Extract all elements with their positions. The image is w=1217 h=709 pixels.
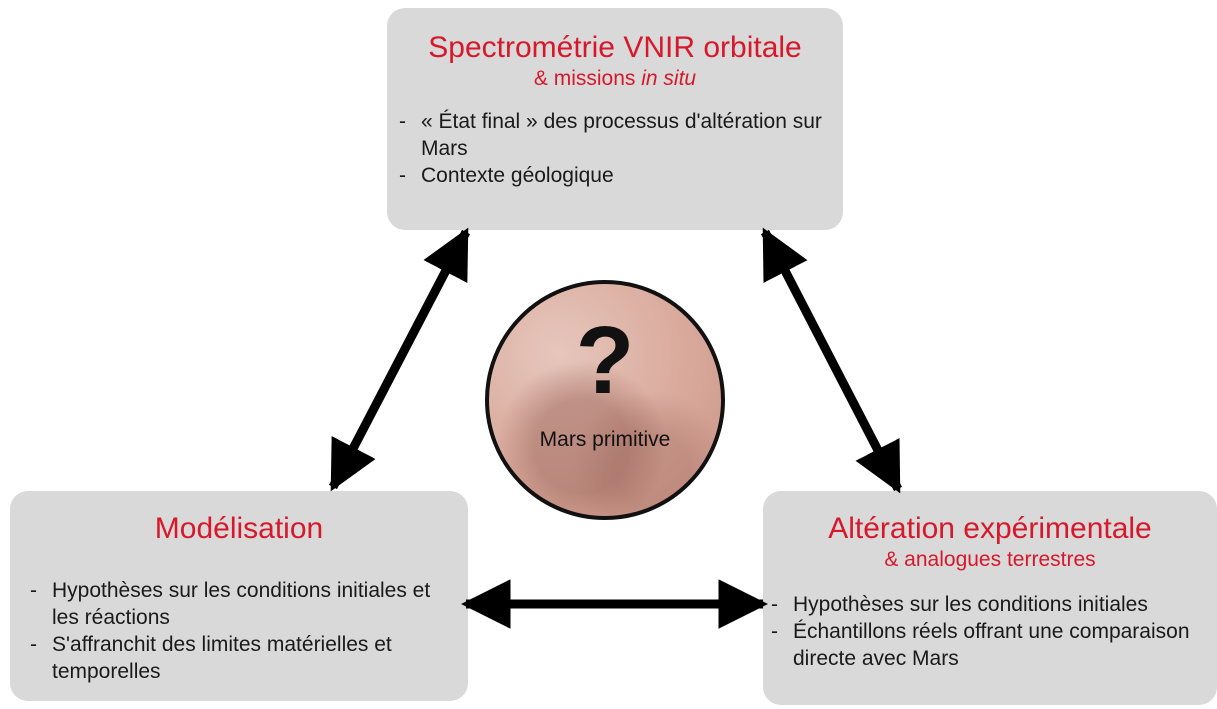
- mars-planet: ? Mars primitive: [485, 280, 725, 520]
- experimental-box: Altération expérimentale & analogues ter…: [763, 491, 1217, 705]
- list-item: -Hypothèses sur les conditions initiales…: [30, 579, 431, 629]
- question-mark: ?: [575, 307, 635, 414]
- modeling-title: Modélisation: [154, 512, 324, 545]
- spectrometry-title: Spectrométrie VNIR orbitale: [428, 31, 802, 64]
- list-item: -S'affranchit des limites matérielles et…: [30, 633, 392, 683]
- arrow-top-left: [329, 227, 470, 492]
- spectrometry-bullets: -« État final » des processus d'altérati…: [399, 108, 831, 189]
- list-item: -Échantillons réels offrant une comparai…: [771, 620, 1190, 670]
- spectrometry-subtitle-italic: in situ: [641, 67, 697, 90]
- experimental-subtitle: & analogues terrestres: [884, 548, 1096, 571]
- list-item: -Contexte géologique: [399, 164, 614, 187]
- mars-label: Mars primitive: [539, 428, 671, 451]
- spectrometry-box: Spectrométrie VNIR orbitale & missions i…: [387, 8, 843, 230]
- list-item: -Hypothèses sur les conditions initiales: [771, 593, 1148, 616]
- experimental-title: Altération expérimentale: [828, 512, 1152, 545]
- modeling-box: Modélisation -Hypothèses sur les conditi…: [10, 491, 468, 701]
- experimental-bullets: -Hypothèses sur les conditions initiales…: [771, 591, 1211, 672]
- spectrometry-subtitle-prefix: & missions: [533, 67, 642, 90]
- list-item: -« État final » des processus d'altérati…: [399, 110, 822, 160]
- modeling-bullets: -Hypothèses sur les conditions initiales…: [30, 577, 458, 685]
- spectrometry-subtitle: & missions in situ: [387, 66, 843, 92]
- arrow-top-right: [761, 227, 902, 494]
